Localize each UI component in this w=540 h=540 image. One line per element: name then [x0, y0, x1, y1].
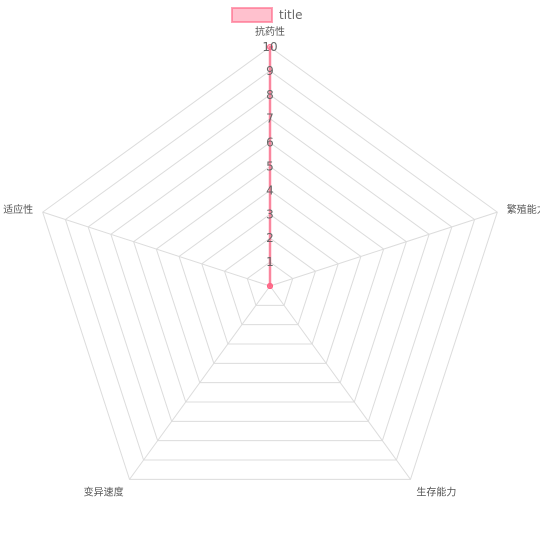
tick-label-8: 8 [266, 88, 274, 102]
tick-layer: 1 2 3 4 5 6 7 8 9 10 [262, 40, 277, 269]
grid-ring-9 [64, 70, 476, 461]
grid-ring-2 [223, 237, 317, 326]
axis-label-1: 抗药性 [255, 25, 285, 38]
axis-label-5: 适应性 [3, 203, 33, 216]
tick-label-6: 6 [266, 136, 274, 150]
axis-label-2: 繁殖能力 [507, 203, 540, 216]
grid-ring-4 [178, 189, 362, 364]
grid-ring-6 [133, 141, 407, 403]
tick-label-7: 7 [266, 112, 274, 126]
grid-ring-3 [201, 213, 339, 345]
grid-layer [42, 46, 498, 480]
spoke-5 [42, 211, 271, 287]
grid-ring-8 [87, 94, 453, 442]
grid-ring-1 [246, 261, 294, 306]
data-point-1[interactable] [267, 44, 273, 50]
grid-ring-10 [42, 46, 498, 480]
spoke-3 [269, 285, 411, 480]
axis-label-4: 变异速度 [84, 485, 124, 498]
tick-label-10: 10 [262, 40, 277, 54]
tick-label-9: 9 [266, 64, 274, 78]
legend[interactable]: title [231, 7, 302, 23]
legend-label: title [279, 8, 302, 22]
tick-label-4: 4 [266, 183, 274, 197]
tick-label-2: 2 [266, 231, 274, 245]
tick-label-5: 5 [266, 160, 274, 174]
label-layer: 抗药性繁殖能力生存能力 变异速度 适应性 [3, 25, 540, 498]
data-point-5[interactable] [267, 283, 273, 289]
axis-label-3: 生存能力 [416, 485, 456, 498]
tick-label-1: 1 [266, 255, 274, 269]
series-layer [267, 44, 273, 289]
grid-ring-7 [110, 118, 430, 422]
spoke-4 [129, 285, 271, 480]
legend-swatch [231, 7, 273, 23]
tick-label-3: 3 [266, 207, 274, 221]
grid-ring-5 [155, 165, 385, 384]
spoke-2 [269, 211, 498, 287]
